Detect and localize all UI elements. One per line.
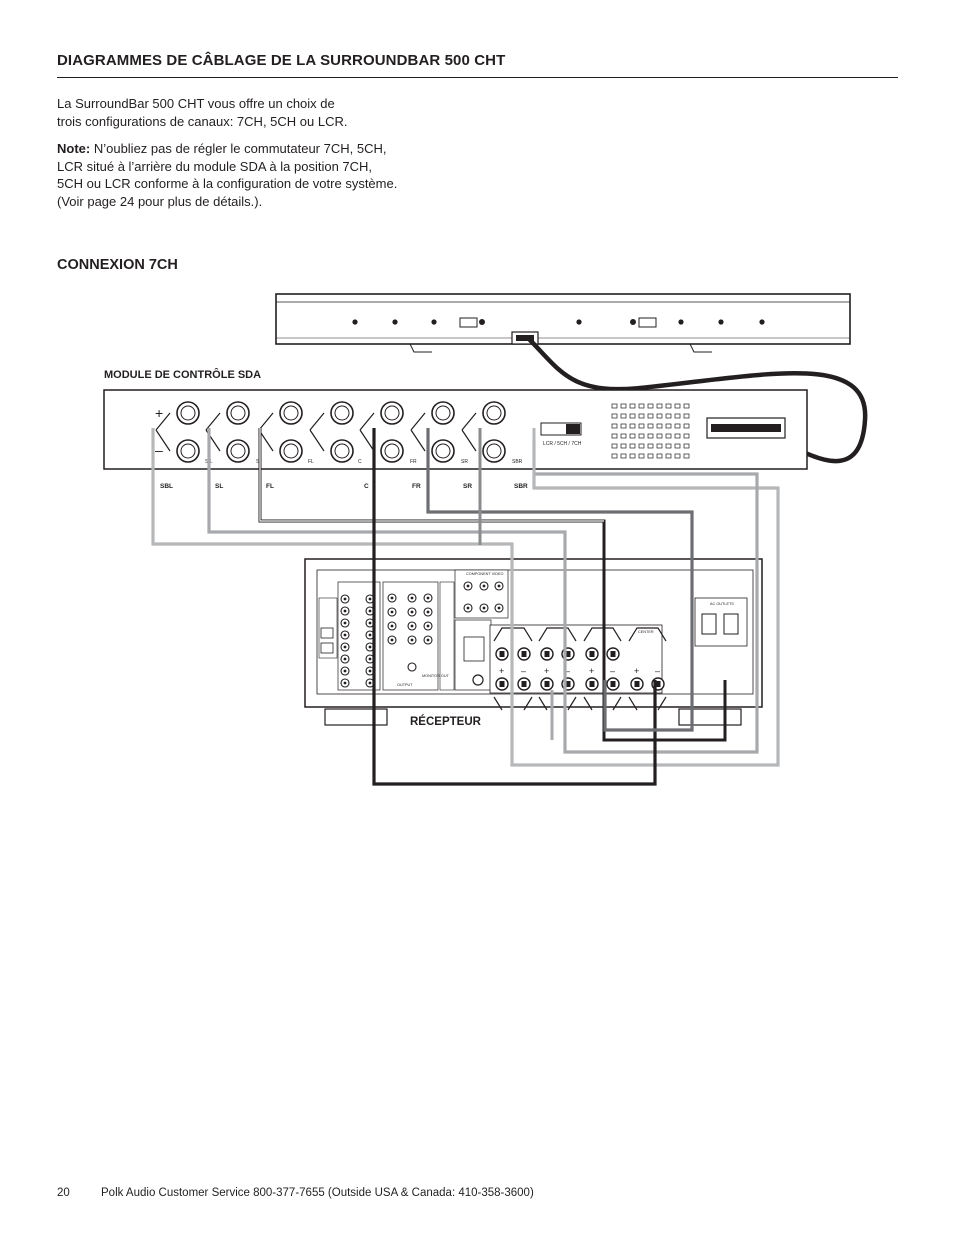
terminal-label: S: [256, 459, 260, 465]
note-paragraph: Note: N’oubliez pas de régler le commuta…: [57, 140, 437, 210]
minus-terminal-fl[interactable]: [279, 439, 303, 463]
sda-module: + – LCR / 5CH / 7CH: [103, 389, 808, 470]
bar-link-cable: [526, 336, 868, 464]
receiver-speaker-terminals: + – + – + – + –: [493, 627, 667, 711]
minus-terminal-sr[interactable]: [431, 439, 455, 463]
speaker-minus: –: [521, 666, 526, 676]
cable-c: [372, 428, 657, 786]
intro-paragraph: La SurroundBar 500 CHT vous offre un cho…: [57, 95, 417, 130]
plus-terminal-fr[interactable]: [380, 401, 404, 425]
note-line-3: 5CH ou LCR conforme à la configuration d…: [57, 176, 398, 191]
terminal-wire-lead: [359, 412, 375, 452]
surroundbar: [275, 293, 851, 353]
title-rule: [57, 77, 898, 78]
receiver-label: RÉCEPTEUR: [410, 715, 482, 728]
note-line-1: N’oubliez pas de régler le commutateur 7…: [90, 141, 387, 156]
speaker-plus: +: [544, 666, 549, 676]
terminal-label: C: [358, 459, 362, 465]
page-number: 20: [57, 1187, 70, 1199]
customer-service-line: Polk Audio Customer Service 800-377-7655…: [101, 1187, 534, 1199]
channel-label-sr: SR: [463, 483, 472, 490]
note-line-2: LCR situé à l’arrière du module SDA à la…: [57, 158, 373, 174]
terminal-label: SBR: [512, 459, 523, 465]
intro-line-2: trois configurations de canaux: 7CH, 5CH…: [57, 113, 348, 129]
cable-sbl: [151, 428, 780, 767]
plus-terminal-sr[interactable]: [431, 401, 455, 425]
channel-label-sl: SL: [215, 483, 223, 490]
section-title: CONNEXION 7CH: [57, 257, 178, 273]
speaker-plus: +: [634, 666, 639, 676]
channel-labels: SBL SL FL C FR SR SBR: [160, 483, 528, 490]
plus-terminal-fl[interactable]: [279, 401, 303, 425]
terminal-posts: [155, 401, 506, 463]
terminal-label: FL: [308, 459, 314, 465]
terminal-wire-lead: [309, 412, 325, 452]
plus-terminal-sl[interactable]: [226, 401, 250, 425]
plus-terminal-c[interactable]: [330, 401, 354, 425]
monitor-out-label: MONITOR OUT: [422, 674, 450, 678]
terminal-label: FR: [410, 459, 417, 465]
ac-outlets-label: AC OUTLETS: [710, 602, 734, 606]
note-label: Note:: [57, 141, 91, 156]
speaker-minus: –: [565, 666, 570, 676]
cable-fr: [426, 428, 694, 732]
cable-fl-inner: [259, 428, 604, 522]
speaker-plus: +: [589, 666, 594, 676]
plus-terminal-sbr[interactable]: [482, 401, 506, 425]
terminal-label: SR: [461, 459, 468, 465]
cable-sl: [207, 428, 759, 754]
module-vents: [611, 403, 690, 459]
speaker-minus: –: [655, 666, 660, 676]
minus-terminal-sbr[interactable]: [482, 439, 506, 463]
page-title: DIAGRAMMES DE CÂBLAGE DE LA SURROUNDBAR …: [57, 52, 506, 69]
minus-terminal-fr[interactable]: [380, 439, 404, 463]
plus-sign: +: [155, 405, 163, 421]
minus-sign: –: [155, 442, 163, 458]
minus-terminal-sl[interactable]: [226, 439, 250, 463]
channel-label-sbr: SBR: [514, 483, 528, 490]
component-video-label: COMPONENT VIDEO: [466, 572, 504, 576]
receiver-jacks: [340, 581, 504, 688]
terminal-wire-lead: [155, 412, 171, 452]
plus-terminal-sbl[interactable]: [176, 401, 200, 425]
channel-label-fr: FR: [412, 483, 421, 490]
speaker-minus: –: [610, 666, 615, 676]
speaker-plus: +: [499, 666, 504, 676]
output-label: OUTPUT: [397, 683, 413, 687]
speaker-cables: [151, 428, 780, 786]
receiver: + – + – + – + – COMPONENT VIDEO CENTER AC OUTLE…: [304, 558, 763, 726]
switch-label: LCR / 5CH / 7CH: [543, 441, 582, 447]
channel-label-sbl: SBL: [160, 483, 173, 490]
minus-terminal-sbl[interactable]: [176, 439, 200, 463]
terminal-wire-lead: [461, 412, 477, 452]
intro-line-1: La SurroundBar 500 CHT vous offre un cho…: [57, 96, 335, 111]
minus-terminal-c[interactable]: [330, 439, 354, 463]
center-label: CENTER: [638, 630, 654, 634]
module-label: MODULE DE CONTRÔLE SDA: [104, 368, 261, 381]
note-line-4: (Voir page 24 pour plus de détails.).: [57, 193, 263, 209]
channel-label-c: C: [364, 483, 369, 490]
channel-label-fl: FL: [266, 483, 274, 490]
terminal-wire-lead: [410, 412, 426, 452]
